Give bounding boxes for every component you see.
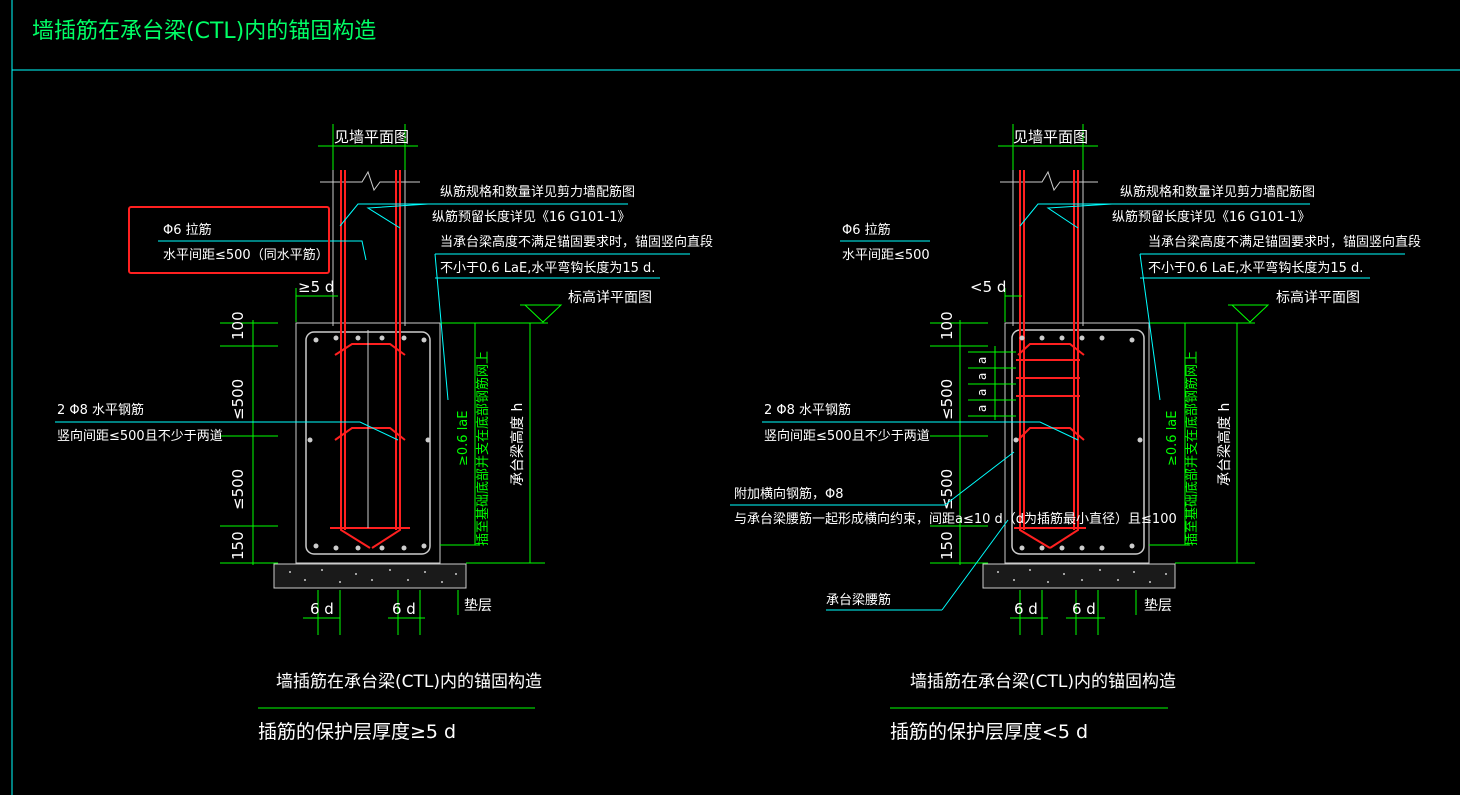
beam-height-label: 承台梁高度 h xyxy=(1216,403,1233,486)
leaders xyxy=(55,203,690,441)
wall-outline xyxy=(320,170,420,326)
beam-height-label: 承台梁高度 h xyxy=(509,403,526,486)
bottom-6d-dimensions xyxy=(1010,590,1137,635)
a-label-4: a xyxy=(975,405,989,412)
dim-6d-b: 6 d xyxy=(392,600,416,618)
cover-dimension xyxy=(295,288,338,322)
anchor-bottom-label: 插至基础底部并支在底部钢筋网上 xyxy=(475,351,491,546)
dim-100: 100 xyxy=(229,311,247,340)
beam-longitudinal-bars xyxy=(307,335,431,551)
tie-spacing: 水平间距≤500（同水平筋） xyxy=(163,247,329,263)
horiz-bar-spacing: 竖向间距≤500且不少于两道 xyxy=(57,428,223,444)
tie-spacing: 水平间距≤500 xyxy=(842,248,930,263)
see-wall-plan-label: 见墙平面图 xyxy=(1013,128,1088,146)
wall-rebar xyxy=(1014,170,1086,549)
dim-500-upper: ≤500 xyxy=(938,379,956,420)
extra-bar-note: 与承台梁腰筋一起形成横向约束，间距a≤10 d（d为插筋最小直径）且≤100 xyxy=(734,511,1177,527)
drawing-frame xyxy=(11,0,1460,795)
bottom-6d-dimensions xyxy=(303,590,459,635)
right-dimension-lines xyxy=(440,304,563,564)
cushion-label: 垫层 xyxy=(464,598,492,614)
dim-150: 150 xyxy=(938,531,956,560)
cushion-hatch xyxy=(289,569,457,583)
dim-500-lower: ≤500 xyxy=(229,469,247,510)
wall-rebar xyxy=(330,170,410,549)
dim-6d-b: 6 d xyxy=(1072,600,1096,618)
dim-6d-a: 6 d xyxy=(310,600,334,618)
subcaption: 插筋的保护层厚度≥5 d xyxy=(258,721,456,743)
dim-6d-a: 6 d xyxy=(1014,600,1038,618)
tie-label: Φ6 拉筋 xyxy=(842,222,891,238)
horiz-bar-label: 2 Φ8 水平钢筋 xyxy=(764,402,851,418)
extra-bar-label: 附加横向钢筋，Φ8 xyxy=(734,486,844,502)
dim-100: 100 xyxy=(938,311,956,340)
note-anchor-2: 不小于0.6 LaE,水平弯钩长度为15 d. xyxy=(440,260,655,276)
see-wall-plan-label: 见墙平面图 xyxy=(334,128,409,146)
horiz-bar-spacing: 竖向间距≤500且不少于两道 xyxy=(764,428,930,444)
tie-label: Φ6 拉筋 xyxy=(163,222,212,238)
cushion-label: 垫层 xyxy=(1144,598,1172,614)
dim-500-upper: ≤500 xyxy=(229,379,247,420)
a-label-1: a xyxy=(975,357,989,364)
note-anchor-1: 当承台梁高度不满足锚固要求时，锚固竖向直段 xyxy=(1148,234,1421,250)
detail-left: 见墙平面图 xyxy=(55,124,713,743)
horiz-bar-label: 2 Φ8 水平钢筋 xyxy=(57,402,144,418)
wall-outline xyxy=(1000,170,1098,326)
cushion-layer xyxy=(982,563,1176,589)
elevation-label: 标高详平面图 xyxy=(1276,289,1360,306)
left-dimension-chain xyxy=(930,320,1016,565)
top-dimension xyxy=(318,124,418,170)
right-dimension-lines xyxy=(1149,304,1270,564)
note-anchor-1: 当承台梁高度不满足锚固要求时，锚固竖向直段 xyxy=(440,234,713,250)
a-label-2: a xyxy=(975,373,989,380)
caption: 墙插筋在承台梁(CTL)内的锚固构造 xyxy=(910,672,1176,692)
note-rebar-spec: 纵筋规格和数量详见剪力墙配筋图 xyxy=(1120,184,1315,200)
cushion-layer xyxy=(273,563,467,589)
beam-longitudinal-bars xyxy=(1013,335,1143,551)
caption: 墙插筋在承台梁(CTL)内的锚固构造 xyxy=(276,672,542,692)
cover-label: ≥5 d xyxy=(298,278,334,296)
subcaption: 插筋的保护层厚度<5 d xyxy=(890,721,1088,743)
anchor-06-label: ≥0.6 laE xyxy=(1165,411,1180,467)
note-anchor-2: 不小于0.6 LaE,水平弯钩长度为15 d. xyxy=(1148,260,1363,276)
left-dimension-chain xyxy=(220,320,278,565)
elevation-label: 标高详平面图 xyxy=(568,289,652,306)
highlight-box xyxy=(128,206,330,274)
a-label-3: a xyxy=(975,389,989,396)
detail-right: 见墙平面图 xyxy=(730,124,1421,743)
waist-bar-label: 承台梁腰筋 xyxy=(826,592,891,608)
cap-beam-outline xyxy=(295,322,441,564)
anchor-bottom-label: 插至基础底部并支在底部钢筋网上 xyxy=(1184,351,1200,546)
cover-label: <5 d xyxy=(970,278,1006,296)
leaders xyxy=(730,203,1405,611)
note-reserved-length: 纵筋预留长度详见《16 G101-1》 xyxy=(1112,209,1311,225)
cover-dimension xyxy=(1004,288,1022,322)
note-reserved-length: 纵筋预留长度详见《16 G101-1》 xyxy=(432,209,631,225)
page-title: 墙插筋在承台梁(CTL)内的锚固构造 xyxy=(32,19,376,44)
anchor-06-label: ≥0.6 laE xyxy=(456,411,471,467)
cushion-hatch xyxy=(997,569,1167,583)
note-rebar-spec: 纵筋规格和数量详见剪力墙配筋图 xyxy=(440,184,635,200)
a-spacing-labels: a a a a xyxy=(975,357,989,412)
top-dimension xyxy=(998,124,1098,170)
dim-150: 150 xyxy=(229,531,247,560)
